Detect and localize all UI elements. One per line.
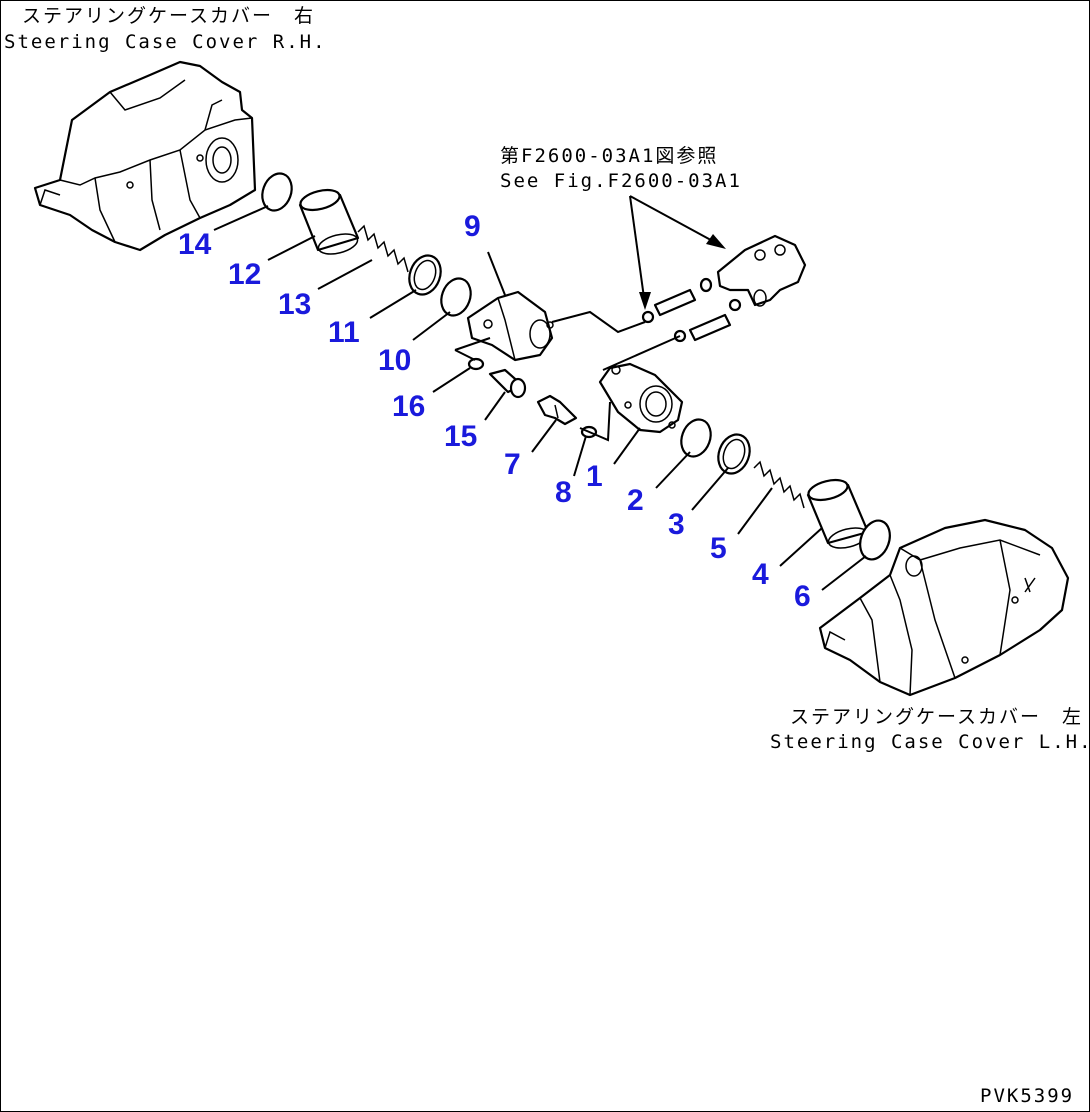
caption-lh-jp: ステアリングケースカバー 左 — [790, 706, 1083, 728]
part-number-14: 14 — [178, 228, 212, 261]
steering-case-cover-lh — [818, 518, 1070, 697]
part-12-piston — [298, 188, 360, 255]
part-number-12: 12 — [228, 258, 261, 291]
part-15-bolt — [488, 368, 527, 399]
part-number-8: 8 — [555, 476, 572, 509]
part-14-o-ring — [261, 172, 293, 212]
part-number-2: 2 — [627, 484, 644, 517]
part-5-spring — [753, 460, 805, 509]
part-number-5: 5 — [710, 532, 727, 565]
part-3-snap-ring — [717, 433, 751, 475]
part-16-washer — [467, 357, 485, 371]
part-number-9: 9 — [464, 210, 481, 243]
part-number-13: 13 — [278, 288, 311, 321]
part-9-valve-body — [466, 290, 554, 362]
part-number-3: 3 — [668, 508, 685, 541]
leader-lines — [213, 195, 867, 591]
part-10-o-ring — [440, 277, 472, 317]
referenced-valve-assembly — [641, 234, 807, 343]
part-number-4: 4 — [752, 558, 769, 591]
part-number-callouts: 14 12 13 11 10 9 16 15 7 8 1 2 3 5 4 6 — [178, 210, 811, 613]
part-number-1: 1 — [586, 460, 603, 493]
part-number-6: 6 — [794, 580, 811, 613]
part-2-o-ring — [680, 418, 712, 458]
drawing-code: PVK5399 — [980, 1085, 1074, 1107]
part-11-snap-ring — [408, 254, 442, 296]
part-number-11: 11 — [328, 316, 360, 349]
caption-ref-jp: 第F2600-03A1図参照 — [500, 145, 718, 167]
caption-rh-jp: ステアリングケースカバー 右 — [22, 5, 315, 27]
part-number-16: 16 — [392, 390, 425, 423]
caption-lh-en: Steering Case Cover L.H. — [770, 731, 1090, 753]
caption-ref-en: See Fig.F2600-03A1 — [500, 170, 742, 192]
caption-rh-en: Steering Case Cover R.H. — [4, 31, 327, 53]
part-number-10: 10 — [378, 344, 411, 377]
part-number-15: 15 — [444, 420, 477, 453]
part-number-7: 7 — [504, 448, 521, 481]
part-6-o-ring — [859, 519, 891, 561]
part-1-valve-housing — [598, 362, 684, 434]
steering-case-cover-rh — [33, 60, 257, 252]
part-13-spring — [357, 224, 409, 273]
part-7-plug — [536, 394, 578, 426]
